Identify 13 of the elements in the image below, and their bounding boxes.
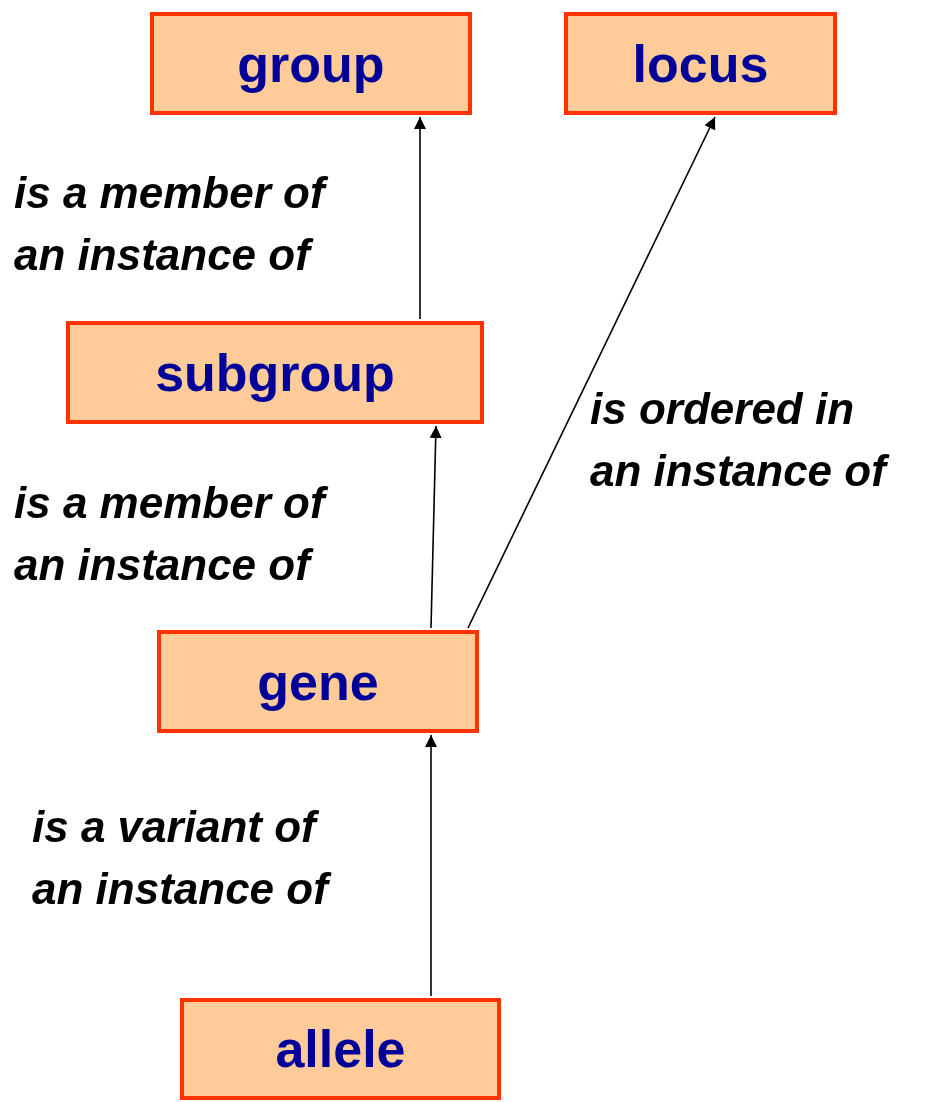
edge-label: is a member of an instance of: [14, 472, 344, 596]
edge-label: is a member of an instance of: [14, 162, 344, 286]
arrow: [429, 425, 442, 629]
term-box: allele: [180, 998, 501, 1100]
arrow: [425, 734, 437, 997]
term-box: locus: [564, 12, 837, 115]
arrow: [467, 116, 716, 629]
arrow: [414, 116, 426, 320]
edge-label: is ordered in an instance of: [590, 378, 900, 502]
term-box: subgroup: [66, 321, 484, 424]
term-box: gene: [157, 630, 479, 733]
edge-label: is a variant of an instance of: [32, 796, 362, 920]
term-box: group: [150, 12, 472, 115]
